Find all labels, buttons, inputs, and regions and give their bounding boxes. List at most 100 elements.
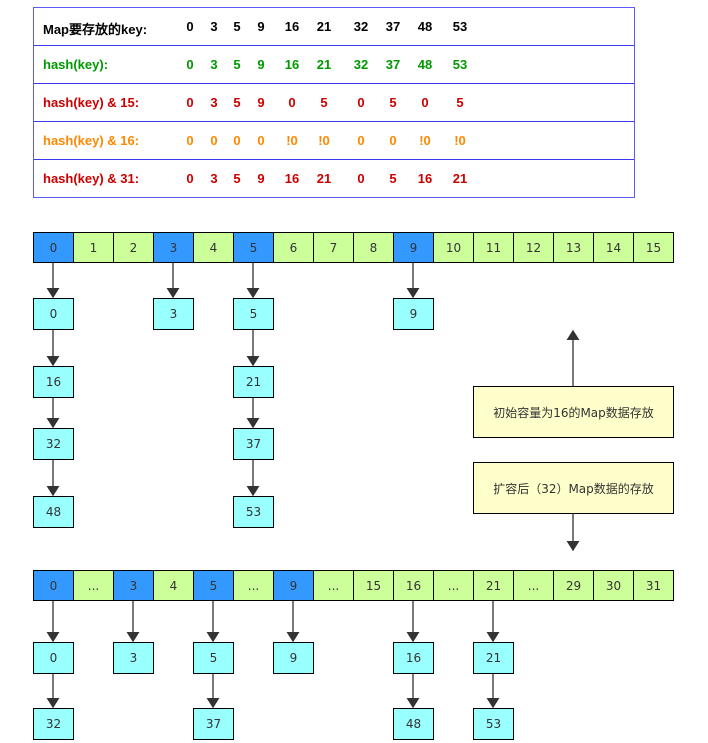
row-value: 0 [357,95,365,110]
new-array-bucket: 21 [473,570,514,601]
note-initial-capacity: 初始容量为16的Map数据存放 [473,386,674,438]
entry-node: 16 [33,366,74,398]
row-value: 0 [421,95,429,110]
old-array-bucket: 1 [73,232,114,263]
row-value: 32 [353,57,369,72]
row-value: 21 [452,171,468,186]
row-value: 0 [233,133,241,148]
row-value: 5 [389,95,397,110]
row-value: 0 [186,171,194,186]
row-value: !0 [419,133,431,148]
entry-node: 32 [33,708,74,740]
new-array-bucket: ... [73,570,114,601]
row-value: 5 [233,171,241,186]
new-array-bucket: 9 [273,570,314,601]
note-resized-label: 扩容后（32）Map数据的存放 [493,481,654,496]
row-value: 16 [284,57,300,72]
row-value: 37 [385,57,401,72]
new-array-bucket: 29 [553,570,594,601]
new-array-bucket: ... [433,570,474,601]
old-array-bucket: 10 [433,232,474,263]
row-value: 5 [233,57,241,72]
row-value: 5 [389,171,397,186]
row-value: 5 [320,95,328,110]
old-array-bucket: 12 [513,232,554,263]
row-label: hash(key) & 31: [43,171,140,186]
row-value: 53 [452,57,468,72]
row-value: 0 [288,95,296,110]
note-initial-label: 初始容量为16的Map数据存放 [493,405,654,420]
entry-node: 5 [193,642,234,674]
row-value: 3 [210,19,218,34]
row-value: 3 [210,57,218,72]
old-array-bucket: 0 [33,232,74,263]
old-array-bucket: 6 [273,232,314,263]
row-value: 0 [186,133,194,148]
row-value: 5 [233,95,241,110]
row-value: 0 [389,133,397,148]
row-value: 37 [385,19,401,34]
old-array-bucket: 3 [153,232,194,263]
row-label: Map要存放的key: [43,22,148,37]
row-label: hash(key) & 15: [43,95,140,110]
row-value: 0 [186,57,194,72]
row-value: 21 [316,57,332,72]
row-value: 0 [186,19,194,34]
row-value: !0 [454,133,466,148]
row-label: hash(key): [43,57,109,72]
row-value: 9 [257,95,265,110]
row-value: 0 [186,95,194,110]
row-value: 53 [452,19,468,34]
row-value: 9 [257,19,265,34]
entry-node: 37 [193,708,234,740]
row-value: 0 [257,133,265,148]
entry-node: 3 [153,298,194,330]
new-array-bucket: ... [313,570,354,601]
entry-node: 53 [233,496,274,528]
old-array-bucket: 13 [553,232,594,263]
entry-node: 0 [33,642,74,674]
entry-node: 16 [393,642,434,674]
row-value: 21 [316,19,332,34]
entry-node: 37 [233,428,274,460]
entry-node: 3 [113,642,154,674]
row-value: !0 [318,133,330,148]
new-array-bucket: 31 [633,570,674,601]
row-value: !0 [286,133,298,148]
entry-node: 9 [393,298,434,330]
entry-node: 9 [273,642,314,674]
entry-node: 0 [33,298,74,330]
old-array-bucket: 9 [393,232,434,263]
row-value: 21 [316,171,332,186]
row-value: 9 [257,57,265,72]
old-array-bucket: 7 [313,232,354,263]
entry-node: 21 [233,366,274,398]
row-value: 48 [417,57,433,72]
row-value: 5 [233,19,241,34]
new-array-bucket: 3 [113,570,154,601]
row-value: 32 [353,19,369,34]
new-array-bucket: 4 [153,570,194,601]
entry-node: 48 [393,708,434,740]
new-array-bucket: 16 [393,570,434,601]
row-value: 3 [210,171,218,186]
row-value: 0 [210,133,218,148]
row-value: 16 [284,171,300,186]
row-label: hash(key) & 16: [43,133,140,148]
row-value: 3 [210,95,218,110]
row-value: 9 [257,171,265,186]
entry-node: 32 [33,428,74,460]
old-array-bucket: 11 [473,232,514,263]
entry-node: 48 [33,496,74,528]
row-value: 0 [357,171,365,186]
row-value: 16 [284,19,300,34]
old-array-bucket: 15 [633,232,674,263]
entry-node: 5 [233,298,274,330]
